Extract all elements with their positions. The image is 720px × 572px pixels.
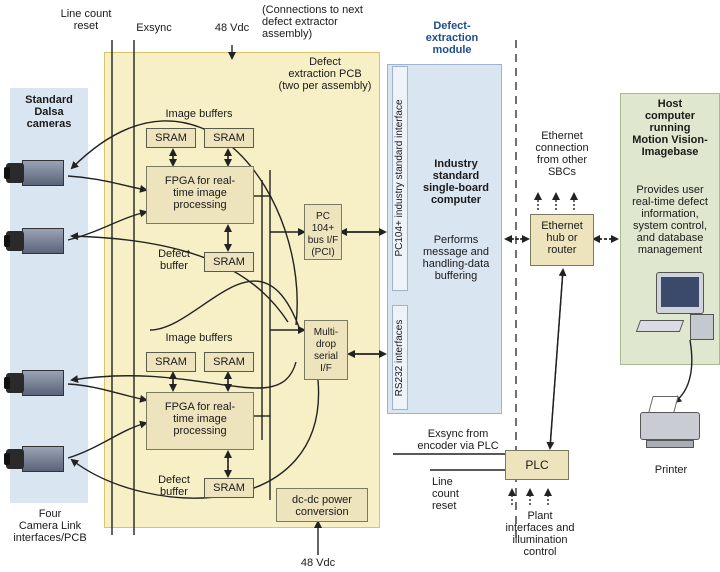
defect-extraction-pcb-label: Defect extraction PCB (two per assembly) <box>278 56 372 92</box>
sram-block: SRAM <box>204 478 254 498</box>
line-count-reset-top-label: Line count reset <box>60 8 112 32</box>
sbc-description: Performs message and handling-data buffe… <box>422 234 490 282</box>
sram-block: SRAM <box>146 128 196 148</box>
vdc-bottom-label: 48 Vdc <box>300 557 336 569</box>
defect-buffer-label-1: Defect buffer <box>158 248 190 272</box>
image-buffers-label-2: Image buffers <box>165 332 233 344</box>
serial-to-camera1 <box>70 120 298 326</box>
industry-interface-label: PC104+ industry standard interface <box>394 99 405 257</box>
exsync-top-label: Exsync <box>136 22 172 34</box>
cameras-title: Standard Dalsa cameras <box>25 94 73 130</box>
exsync-encoder-label: Exsync from encoder via PLC <box>417 428 499 452</box>
printer-label: Printer <box>654 464 688 476</box>
connections-next-label: (Connections to next defect extractor as… <box>262 4 363 40</box>
host-description: Provides user real-time defect informati… <box>632 184 708 256</box>
camera-icon-3 <box>4 368 66 398</box>
line-count-reset-bottom-label: Line count reset <box>432 476 459 512</box>
vdc-top-label: 48 Vdc <box>214 22 250 34</box>
ethernet-from-sbcs-label: Ethernet connection from other SBCs <box>535 130 589 178</box>
sram-block: SRAM <box>204 128 254 148</box>
dcdc-block: dc-dc power conversion <box>276 488 368 522</box>
sram-block: SRAM <box>204 352 254 372</box>
fpga-block-2: FPGA for real- time image processing <box>146 392 254 450</box>
camera-column-panel <box>10 88 88 503</box>
fpga-block-1: FPGA for real- time image processing <box>146 166 254 224</box>
image-buffers-label-1: Image buffers <box>165 108 233 120</box>
camera-icon-1 <box>4 158 66 188</box>
computer-icon <box>634 272 714 342</box>
plant-interfaces-label: Plant interfaces and illumination contro… <box>505 510 575 558</box>
cameras-bottom-label: Four Camera Link interfaces/PCB <box>13 508 87 544</box>
serial-loop-1 <box>149 280 301 331</box>
camera-icon-4 <box>4 444 66 474</box>
printer-icon <box>636 396 706 454</box>
rs232-label: RS232 interfaces <box>394 319 405 397</box>
rs232-strip <box>392 305 408 410</box>
sram-block: SRAM <box>204 252 254 272</box>
ethernet-hub-block: Ethernet hub or router <box>530 214 594 266</box>
sbc-title: Industry standard single-board computer <box>422 158 489 206</box>
sram-block: SRAM <box>146 352 196 372</box>
host-title: Host computer running Motion Vision- Ima… <box>632 98 708 158</box>
plc-block: PLC <box>505 450 569 480</box>
pc104-bus-block: PC 104+ bus I/F (PCI) <box>304 204 342 260</box>
module-title: Defect- extraction module <box>425 20 479 56</box>
camera-icon-2 <box>4 226 66 256</box>
defect-buffer-label-2: Defect buffer <box>158 474 190 498</box>
multidrop-serial-block: Multi- drop serial I/F <box>304 320 348 380</box>
industry-interface-strip <box>392 66 408 291</box>
